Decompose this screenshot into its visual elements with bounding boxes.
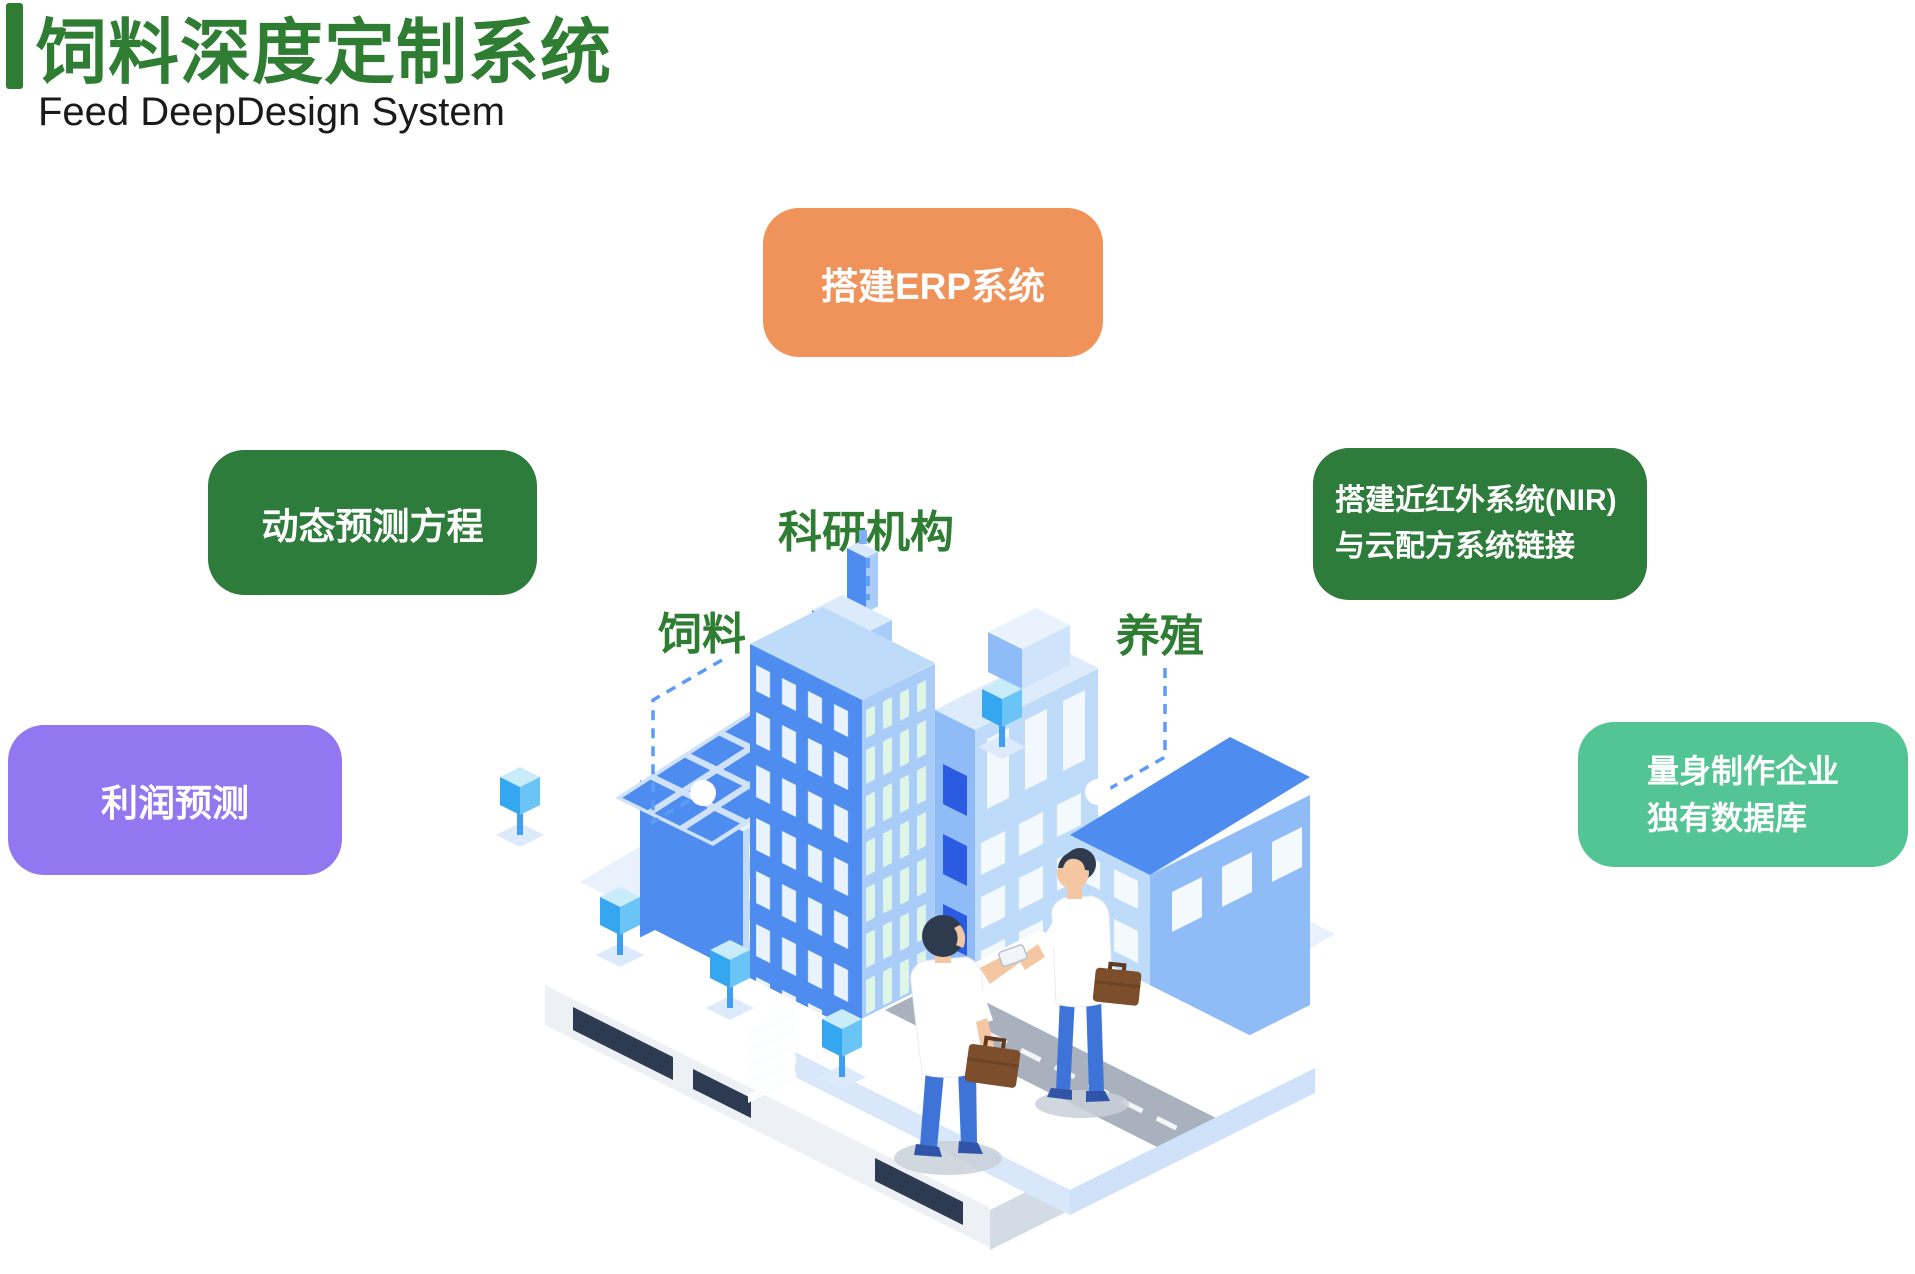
- label-breeding: 养殖: [1116, 612, 1204, 661]
- tree-icon: [496, 767, 544, 847]
- connector-dot-breeding: [1085, 779, 1111, 805]
- badge-nir-line2: 与云配方系统链接: [1335, 530, 1575, 563]
- city-illustration: [430, 500, 1500, 1274]
- crosswalk: [748, 1007, 796, 1103]
- tree-icon: [818, 1009, 866, 1089]
- title-accent-bar: [6, 3, 23, 89]
- person-figure-right: [998, 848, 1142, 1118]
- label-feed: 饲料: [658, 610, 746, 659]
- badge-erp-label: 搭建ERP系统: [820, 265, 1046, 307]
- connector-feed: [651, 658, 723, 826]
- badge-erp-system: 搭建ERP系统: [763, 208, 1103, 357]
- isometric-city-graphic: [496, 530, 1335, 1250]
- tree-icons: [496, 679, 1026, 1089]
- badge-nir-line1: 搭建近红外系统(NIR): [1335, 484, 1617, 517]
- badge-profit-label: 利润预测: [101, 783, 249, 824]
- briefcase-icon: [1092, 961, 1142, 1006]
- phone-icon: [998, 944, 1028, 967]
- page-title: 饲料深度定制系统: [36, 14, 613, 93]
- badge-profit-prediction: 利润预测: [8, 725, 342, 875]
- badge-dynamic-prediction: 动态预测方程: [208, 450, 537, 595]
- tree-icon: [596, 887, 644, 967]
- badge-dynamic-label: 动态预测方程: [261, 505, 484, 547]
- label-connectors: [651, 558, 1167, 826]
- badge-database-line2: 独有数据库: [1646, 799, 1807, 836]
- tree-icon: [706, 940, 754, 1020]
- tree-icon: [978, 679, 1026, 759]
- connector-breeding: [1101, 668, 1167, 795]
- badge-custom-database: 量身制作企业 独有数据库: [1578, 722, 1908, 867]
- connector-dot-feed: [690, 780, 716, 806]
- person-figure-left: [894, 915, 1022, 1175]
- badge-nir-system: 搭建近红外系统(NIR) 与云配方系统链接: [1313, 448, 1647, 600]
- badge-database-line1: 量身制作企业: [1646, 752, 1839, 789]
- briefcase-icon: [964, 1035, 1021, 1088]
- page-subtitle: Feed DeepDesign System: [38, 90, 505, 134]
